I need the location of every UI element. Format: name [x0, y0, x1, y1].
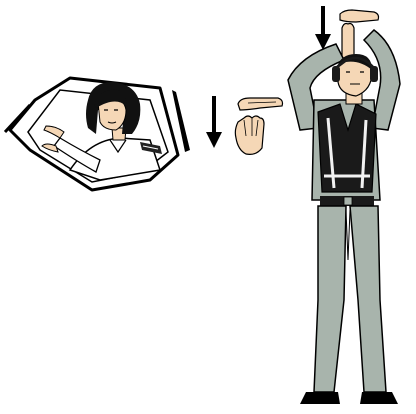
marshaller	[288, 10, 400, 404]
hand-palm-horizontal-icon	[238, 98, 283, 110]
cockpit-window	[5, 78, 190, 190]
hand-palm-vertical-icon	[235, 116, 264, 154]
down-arrow-icon	[315, 6, 331, 50]
down-arrow-icon	[206, 96, 222, 148]
